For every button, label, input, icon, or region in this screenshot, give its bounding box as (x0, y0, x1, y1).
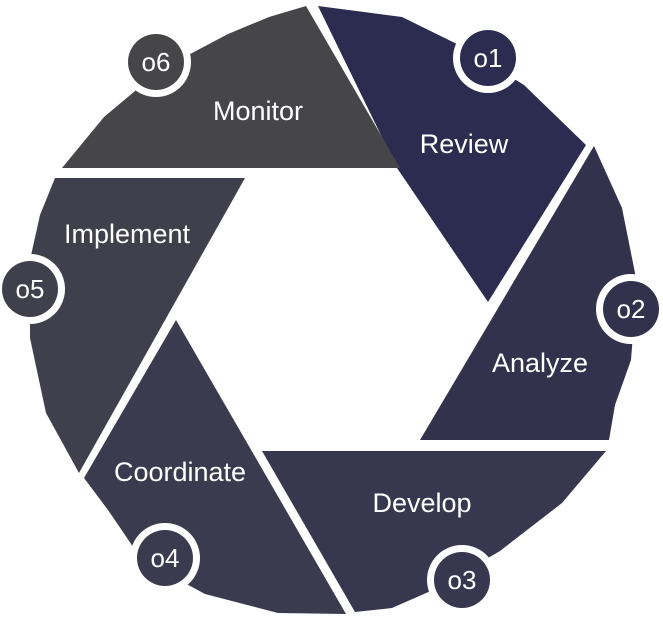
svg-text:o3: o3 (448, 565, 477, 595)
badge-o2: o2 (596, 274, 663, 344)
svg-text:o4: o4 (151, 543, 180, 573)
label-develop: Develop (372, 488, 471, 518)
segment-review (318, 6, 586, 302)
badge-o6: o6 (121, 27, 191, 97)
segment-analyze (420, 146, 637, 440)
segment-develop (262, 451, 606, 612)
segment-implement-shape (30, 178, 245, 473)
svg-text:o5: o5 (16, 274, 45, 304)
label-monitor: Monitor (213, 96, 303, 126)
svg-text:o6: o6 (142, 47, 171, 77)
segment-monitor (62, 6, 400, 168)
label-analyze: Analyze (492, 348, 588, 378)
segment-analyze-shape (420, 146, 637, 440)
segment-implement (30, 178, 245, 473)
svg-text:o1: o1 (474, 43, 503, 73)
badge-o5: o5 (0, 254, 65, 324)
segment-develop-shape (262, 451, 606, 612)
badge-o1: o1 (453, 23, 523, 93)
badge-o4: o4 (130, 523, 200, 593)
label-implement: Implement (64, 219, 191, 249)
segment-review-shape (318, 6, 586, 302)
label-review: Review (420, 129, 509, 159)
svg-text:o2: o2 (617, 294, 646, 324)
badge-o3: o3 (427, 545, 497, 615)
segment-monitor-shape (62, 6, 400, 168)
label-coordinate: Coordinate (114, 457, 246, 487)
